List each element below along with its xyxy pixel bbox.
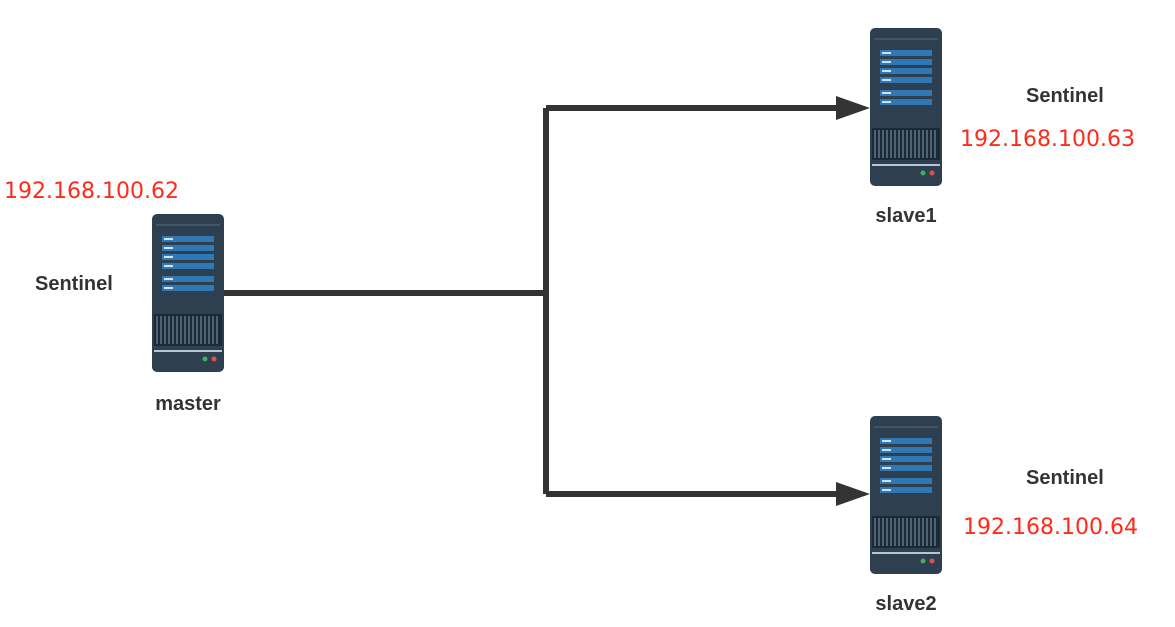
- slave1-sentinel-label: Sentinel: [1026, 85, 1104, 107]
- slave1-ip-address: 192.168.100.63: [960, 127, 1135, 152]
- arrowhead-slave1: [836, 96, 870, 120]
- slave1-server-icon: [870, 28, 942, 186]
- slave2-server-icon: [870, 416, 942, 574]
- master-ip-address: 192.168.100.62: [4, 179, 179, 204]
- slave2-ip-address: 192.168.100.64: [963, 515, 1138, 540]
- master-sentinel-label: Sentinel: [35, 273, 113, 295]
- master-node-name: master: [155, 393, 221, 415]
- slave1-node-name: slave1: [875, 205, 937, 227]
- master-server-icon: [152, 214, 224, 372]
- arrowhead-slave2: [836, 482, 870, 506]
- slave2-sentinel-label: Sentinel: [1026, 467, 1104, 489]
- slave2-node-name: slave2: [875, 593, 937, 615]
